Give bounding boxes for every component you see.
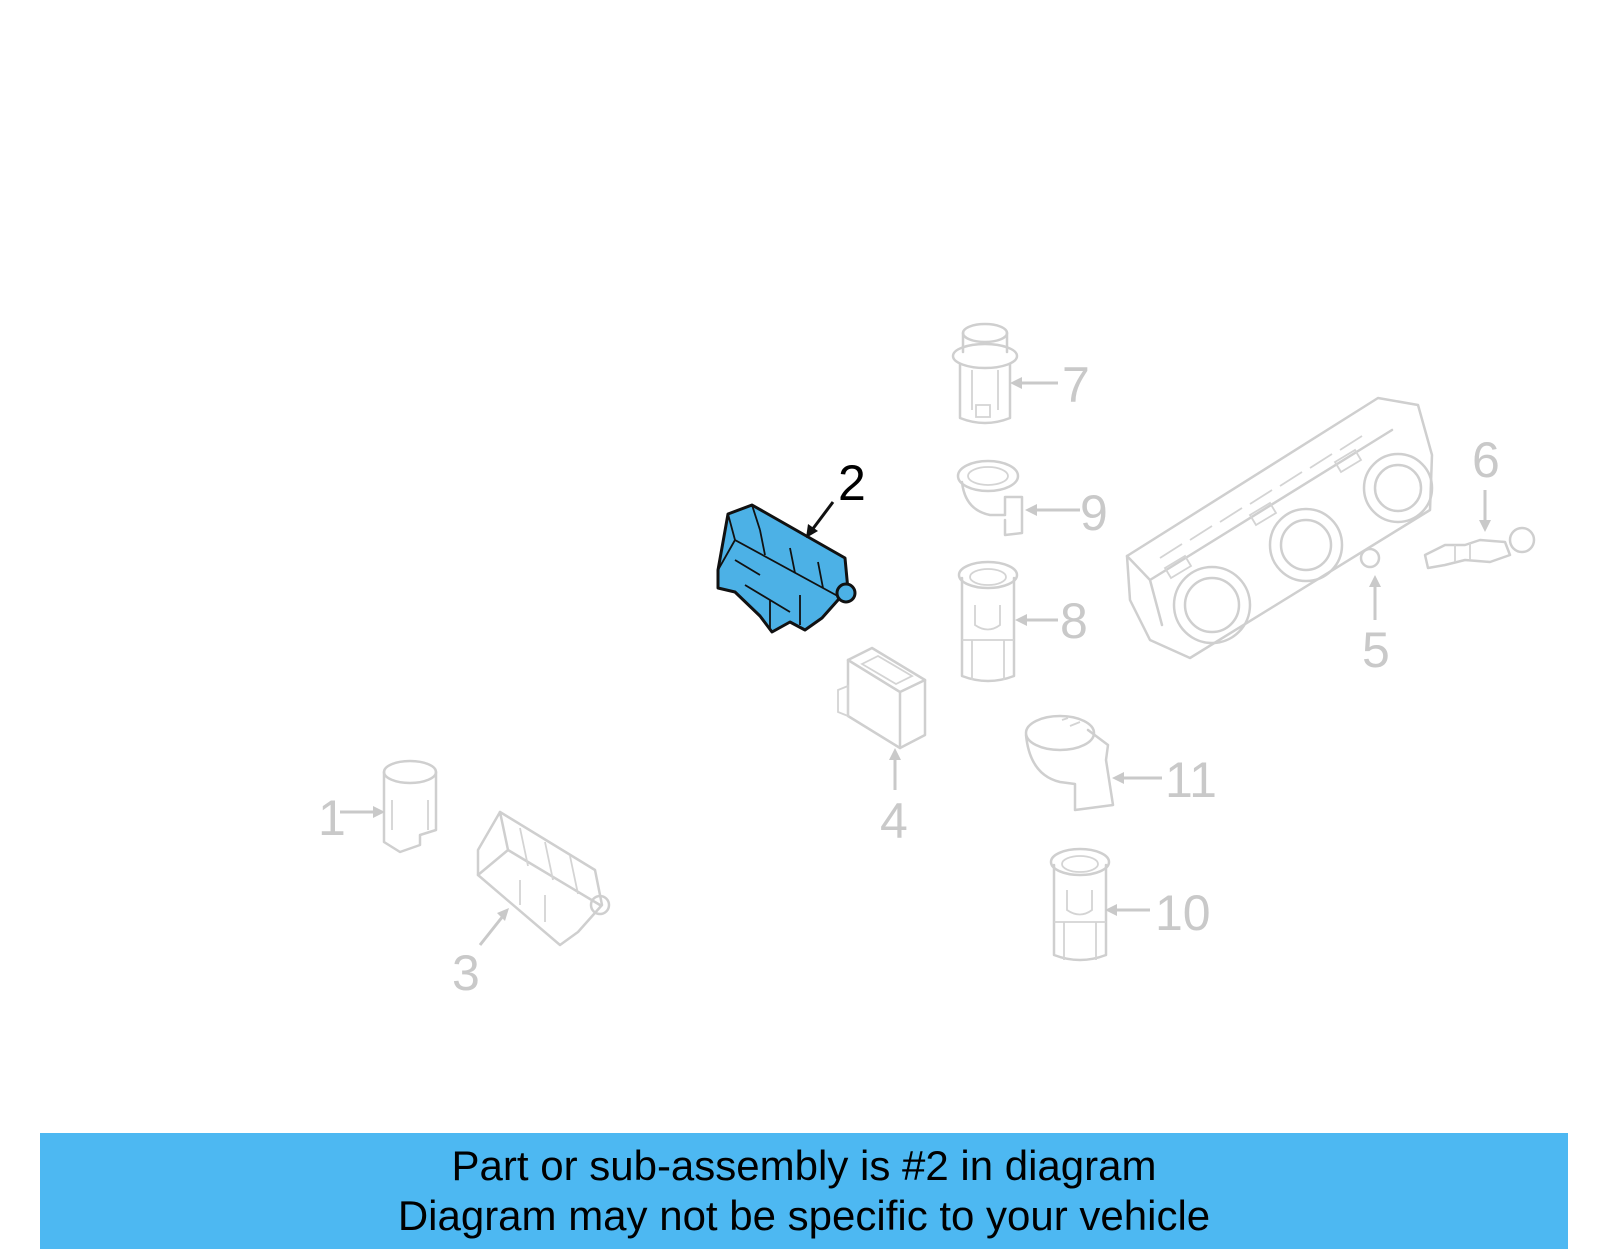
callout-2: 2 xyxy=(838,455,866,511)
part-5-control-panel[interactable] xyxy=(1125,396,1434,660)
part-11-housing[interactable] xyxy=(1024,714,1115,812)
arrow-10-head xyxy=(1105,904,1117,916)
callout-3: 3 xyxy=(452,945,480,1001)
arrow-6-head xyxy=(1479,520,1491,532)
arrow-5-head xyxy=(1369,575,1381,587)
callout-8: 8 xyxy=(1060,593,1088,649)
callout-4: 4 xyxy=(880,793,908,849)
part-2-switch-block-highlighted[interactable] xyxy=(716,503,857,634)
callout-7: 7 xyxy=(1062,357,1090,413)
arrow-7-head xyxy=(1010,377,1022,389)
part-4-switch[interactable] xyxy=(837,646,927,750)
info-banner: Part or sub-assembly is #2 in diagram Di… xyxy=(40,1133,1568,1249)
arrow-9-head xyxy=(1025,504,1037,516)
arrow-2-head xyxy=(806,524,818,538)
part-9-cap[interactable] xyxy=(956,459,1024,537)
banner-line-part: Part or sub-assembly is #2 in diagram xyxy=(451,1142,1157,1189)
callout-5: 5 xyxy=(1362,622,1390,678)
banner-line-disclaimer: Diagram may not be specific to your vehi… xyxy=(397,1192,1211,1239)
part-10-socket[interactable] xyxy=(1049,847,1111,962)
arrow-4-head xyxy=(889,748,901,760)
part-1-knob[interactable] xyxy=(382,759,438,854)
arrow-8-head xyxy=(1015,614,1027,626)
arrow-3-head xyxy=(497,908,509,921)
callout-1: 1 xyxy=(318,790,346,846)
arrow-2 xyxy=(810,501,835,531)
arrow-1-head xyxy=(373,806,385,818)
callout-10: 10 xyxy=(1155,885,1211,941)
callout-9: 9 xyxy=(1080,485,1108,541)
part-8-socket[interactable] xyxy=(957,560,1019,683)
part-6-sensor[interactable] xyxy=(1423,526,1536,570)
callout-6: 6 xyxy=(1472,432,1500,488)
part-3-switch-block[interactable] xyxy=(476,810,611,947)
arrow-3 xyxy=(478,915,505,946)
callout-11: 11 xyxy=(1165,752,1217,808)
part-7-knob[interactable] xyxy=(951,322,1019,425)
arrow-11-head xyxy=(1112,772,1124,784)
